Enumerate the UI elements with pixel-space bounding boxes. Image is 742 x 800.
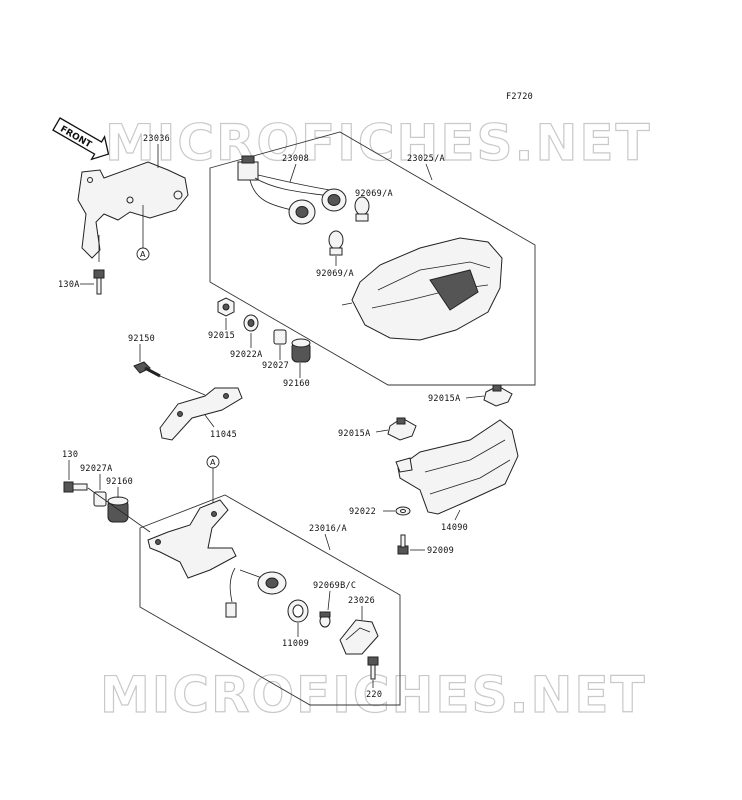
- part-label-92015a-lower: 92015A: [338, 429, 371, 439]
- part-label-92160-lower: 92160: [106, 477, 133, 487]
- part-label-130: 130: [62, 450, 78, 460]
- ref-marker-a-lower-label: A: [210, 458, 216, 467]
- part-label-92069a-lower: 92069/A: [316, 269, 354, 279]
- tail-light-lens-part: [341, 237, 503, 341]
- bolt-130-part: [63, 481, 88, 493]
- collar-92027-part: [273, 329, 287, 345]
- frame-23025: [209, 131, 536, 386]
- part-label-11045: 11045: [210, 430, 237, 440]
- cover-14090-part: [395, 419, 519, 515]
- ref-marker-a-upper-label: A: [140, 250, 146, 259]
- part-label-92022: 92022: [349, 507, 376, 517]
- part-label-92150: 92150: [128, 334, 155, 344]
- bulb-92069a-upper-part: [354, 196, 370, 222]
- part-label-92015a-upper: 92015A: [428, 394, 461, 404]
- clip-92015a-upper-part: [483, 384, 513, 407]
- gasket-11009-part: [287, 599, 309, 623]
- clip-92015a-lower-part: [387, 417, 417, 441]
- license-light-socket-part: [225, 567, 287, 618]
- part-label-92069bc: 92069B/C: [313, 581, 356, 591]
- screw-92009-part: [397, 534, 409, 555]
- grommet-92160-upper-part: [291, 338, 311, 363]
- bulb-92069a-lower-part: [328, 230, 344, 256]
- bulb-92069bc-part: [319, 611, 331, 628]
- lens-23026-part: [339, 619, 379, 655]
- part-label-92027a: 92027A: [80, 464, 113, 474]
- nut-92015-part: [217, 297, 235, 317]
- part-label-92015: 92015: [208, 331, 235, 341]
- washer-92022-part: [395, 506, 411, 516]
- part-label-11009: 11009: [282, 639, 309, 649]
- part-label-23008: 23008: [282, 154, 309, 164]
- part-label-92069a-upper: 92069/A: [355, 189, 393, 199]
- screw-220-part: [367, 656, 379, 680]
- collar-92027a-part: [93, 491, 107, 507]
- part-label-23036: 23036: [143, 134, 170, 144]
- figure-code: F2720: [506, 92, 533, 102]
- frame-23016: [139, 494, 401, 706]
- part-label-92009: 92009: [427, 546, 454, 556]
- watermark-top: MICROFICHES.NET: [105, 114, 652, 172]
- part-label-92160-upper: 92160: [283, 379, 310, 389]
- license-light-bracket-part: [147, 499, 237, 579]
- ref-marker-a-lower: A: [206, 455, 220, 469]
- part-label-23016a: 23016/A: [309, 524, 347, 534]
- washer-92022a-part: [243, 314, 259, 332]
- part-label-92022a: 92022A: [230, 350, 263, 360]
- bracket-11045-part: [159, 387, 243, 441]
- part-label-23026: 23026: [348, 596, 375, 606]
- ref-marker-a-upper: A: [136, 247, 150, 261]
- part-label-92027: 92027: [262, 361, 289, 371]
- part-label-23025a: 23025/A: [407, 154, 445, 164]
- socket-harness-23008-part: [237, 155, 347, 225]
- part-label-14090: 14090: [441, 523, 468, 533]
- bolt-92150-part: [133, 361, 161, 378]
- part-label-220: 220: [366, 690, 382, 700]
- part-label-130a: 130A: [58, 280, 80, 290]
- bracket-23036-part: [77, 161, 189, 259]
- bolt-130a-part: [93, 269, 105, 295]
- grommet-92160-lower-part: [107, 496, 129, 523]
